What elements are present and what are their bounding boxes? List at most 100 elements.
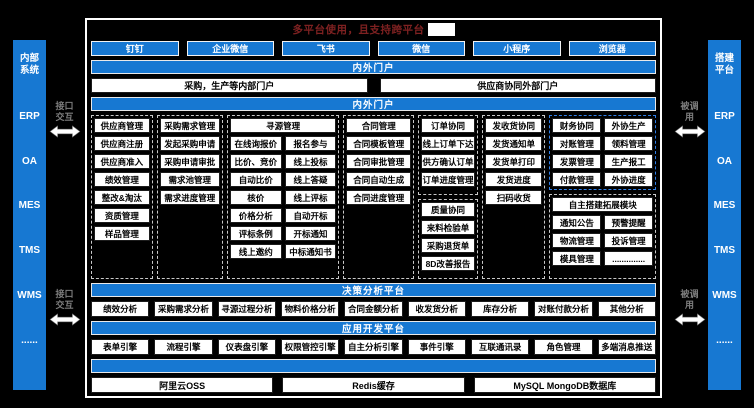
portal-box: 供应商协同外部门户 — [379, 78, 656, 93]
sourcing-group: 寻源管理 在线询报价报名参与比价、竞价线上投标自动比价线上答疑核价线上评标价格分… — [226, 115, 340, 279]
module-box: 供方确认订单 — [420, 154, 476, 169]
module-box: 来料检验单 — [420, 220, 476, 235]
app-button: 飞书 — [282, 41, 370, 56]
module-box: 自动开标 — [284, 208, 337, 223]
module-box: 发货进度 — [485, 172, 543, 187]
order-items: 线上订单下达供方确认订单订单进度管理 — [420, 136, 476, 187]
module-box: 报名参与 — [284, 136, 337, 151]
module-grid: 供应商管理 供应商注册供应商准入绩效管理整改&淘汰资质管理样品管理 采购需求管理… — [91, 115, 657, 279]
demand-group: 采购需求管理 发起采购申请采购申请审批需求池管理需求进度管理 — [156, 115, 223, 279]
module-box: 线上投标 — [284, 154, 337, 169]
module-box: 发起采购申请 — [159, 136, 220, 151]
system-label: ...... — [21, 335, 38, 347]
module-box: 对账管理 — [552, 136, 602, 151]
portal-row: 采购，生产等内部门户供应商协同外部门户 — [91, 78, 656, 93]
supplier-group: 供应商管理 供应商注册供应商准入绩效管理整改&淘汰资质管理样品管理 — [91, 115, 153, 279]
analysis-box: 合同金额分析 — [344, 301, 403, 317]
group-header: 自主搭建拓展模块 — [552, 197, 654, 212]
analysis-box: 其他分析 — [597, 301, 656, 317]
analysis-box: 物料价格分析 — [280, 301, 340, 317]
module-box: 发票管理 — [552, 154, 602, 169]
left-connector-bottom: 接口 交互 — [46, 289, 83, 328]
connector-label: 被调 用 — [680, 101, 699, 122]
infra-box: 阿里云OSS — [91, 377, 274, 393]
module-box: 中标通知书 — [284, 244, 337, 259]
analysis-box: 采购需求分析 — [154, 301, 213, 317]
group-header: 财务协同 — [552, 118, 602, 133]
contract-items: 合同模板管理合同审批管理合同自动生成合同进度管理 — [346, 136, 411, 205]
module-box: 评标条例 — [229, 226, 282, 241]
system-label: TMS — [713, 245, 736, 257]
module-box: 物流管理 — [552, 233, 602, 248]
group-header: 寻源管理 — [229, 118, 337, 133]
engine-box: 互联通讯录 — [470, 339, 530, 355]
diagram-title: 多平台使用，且支持跨平台 — [292, 24, 425, 36]
module-box: 比价、竞价 — [229, 154, 282, 169]
system-label: ERP — [19, 110, 40, 122]
module-box: 样品管理 — [94, 226, 150, 241]
build-platform-title: 搭建 平台 — [714, 53, 734, 76]
analysis-box: 库存分析 — [470, 301, 530, 317]
module-box: 外协进度 — [604, 172, 654, 187]
module-box: 发货通知单 — [485, 136, 543, 151]
dev-platform-bar: 应用开发平台 — [91, 321, 656, 335]
module-box: 需求池管理 — [159, 172, 220, 187]
group-header: 发收货协同 — [485, 118, 543, 133]
module-box: 采购申请审批 — [159, 154, 220, 169]
right-connector-top: 被调 用 — [671, 101, 708, 140]
sourcing-items: 在线询报价报名参与比价、竞价线上投标自动比价线上答疑核价线上评标价格分析自动开标… — [229, 136, 337, 259]
spacer-bar — [91, 359, 656, 373]
connector-label: 接口 交互 — [55, 289, 74, 310]
analysis-platform-bar: 决策分析平台 — [91, 283, 656, 297]
system-label: WMS — [712, 290, 737, 302]
module-box: 领料管理 — [604, 136, 654, 151]
double-arrow-icon — [49, 124, 80, 138]
analysis-box: 寻源过程分析 — [217, 301, 276, 317]
app-button: 小程序 — [473, 41, 561, 56]
analysis-row: 绩效分析采购需求分析寻源过程分析物料价格分析合同金额分析收发货分析库存分析对账付… — [91, 301, 656, 317]
module-box: 在线询报价 — [229, 136, 282, 151]
engine-box: 权限管控引擎 — [280, 339, 340, 355]
contract-group: 合同管理 合同模板管理合同审批管理合同自动生成合同进度管理 — [343, 115, 414, 279]
module-box: 绩效管理 — [94, 172, 150, 187]
module-box: 合同模板管理 — [346, 136, 411, 151]
connector-label: 被调 用 — [680, 289, 699, 310]
app-button: 浏览器 — [568, 41, 656, 56]
internal-systems-title: 内部 系统 — [19, 53, 39, 76]
module-box: 合同审批管理 — [346, 154, 411, 169]
right-connector-bottom: 被调 用 — [671, 289, 708, 328]
system-label: ERP — [714, 110, 735, 122]
finance-custom-column: 财务协同 对账管理发票管理付款管理 外协生产 领料管理生产报工外协进度 自主搭建… — [549, 115, 657, 279]
system-label: OA — [717, 155, 732, 167]
module-box: 8D改善报告 — [420, 256, 476, 271]
group-header: 供应商管理 — [94, 118, 150, 133]
platform-frame: 多平台使用，且支持跨平台 钉钉企业微信飞书微信小程序浏览器 内外门户 采购，生产… — [85, 18, 662, 398]
quality-items: 来料检验单采购退货单 8D改善报告 — [420, 220, 476, 271]
module-box: 需求进度管理 — [159, 190, 220, 205]
engine-box: 流程引擎 — [154, 339, 213, 355]
group-header: 订单协同 — [420, 118, 476, 133]
analysis-box: 收发货分析 — [407, 301, 466, 317]
supplier-items: 供应商注册供应商准入绩效管理整改&淘汰资质管理样品管理 — [94, 136, 150, 241]
module-box: 整改&淘汰 — [94, 190, 150, 205]
engine-box: 仪表盘引擎 — [217, 339, 276, 355]
system-label: WMS — [17, 290, 42, 302]
custom-items: 通知公告预警提醒物流管理投诉管理模具管理.............. — [552, 215, 654, 266]
portal-box: 采购，生产等内部门户 — [91, 78, 368, 93]
engine-box: 多端消息推送 — [597, 339, 656, 355]
module-box: 扫码收货 — [485, 190, 543, 205]
delivery-group: 发收货协同 发货通知单发货单打印发货进度扫码收货 — [482, 115, 546, 279]
outsourcing-column: 外协生产 领料管理生产报工外协进度 — [604, 118, 654, 187]
module-box: 线上答疑 — [284, 172, 337, 187]
module-box: 采购退货单 — [420, 238, 476, 253]
analysis-box: 绩效分析 — [91, 301, 150, 317]
connector-label: 接口 交互 — [55, 101, 74, 122]
finance-column: 财务协同 对账管理发票管理付款管理 — [552, 118, 602, 187]
order-group: 订单协同 线上订单下达供方确认订单订单进度管理 — [417, 115, 479, 195]
